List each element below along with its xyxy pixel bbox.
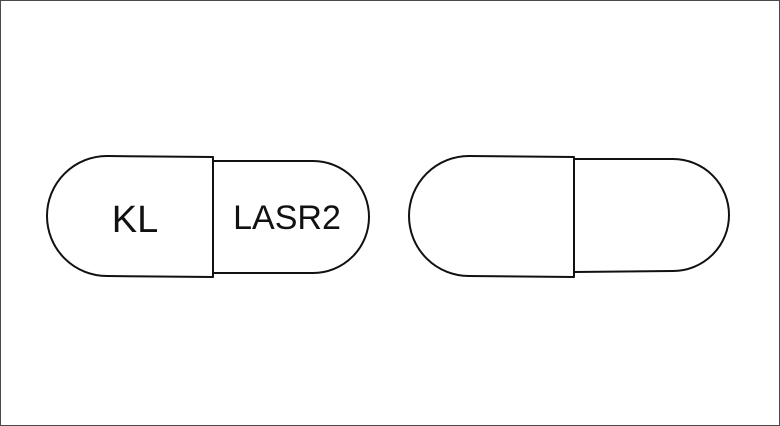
body-imprint-text: LASR2 bbox=[233, 199, 341, 237]
capsule-back bbox=[408, 155, 730, 278]
capsule-back-body bbox=[573, 158, 730, 273]
capsule-back-cap bbox=[408, 155, 575, 278]
capsule-front-cap bbox=[46, 155, 214, 278]
cap-imprint-text: KL bbox=[112, 199, 158, 241]
capsule-front-body bbox=[212, 160, 370, 274]
capsule-front: KL LASR2 bbox=[46, 155, 370, 278]
